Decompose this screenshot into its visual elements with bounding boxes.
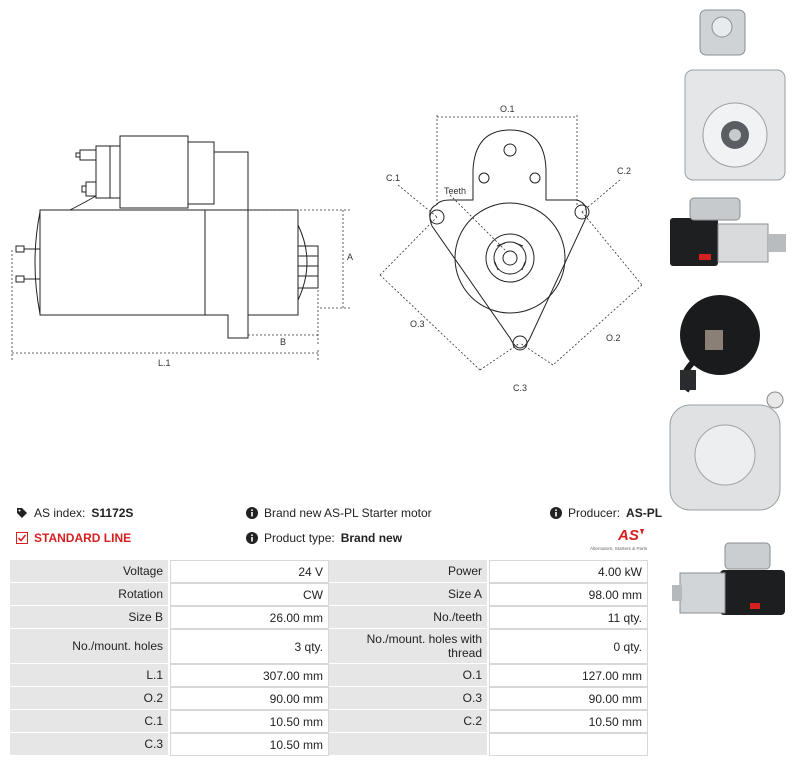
description-text: Brand new AS-PL Starter motor — [264, 506, 432, 520]
spec-value: 90.00 mm — [170, 687, 329, 710]
dim-label-c1: C.1 — [386, 173, 400, 183]
spec-label: O.3 — [329, 687, 489, 710]
spec-value: 10.50 mm — [489, 710, 648, 733]
dim-label-teeth: Teeth — [444, 186, 466, 196]
spec-label: C.3 — [10, 733, 170, 756]
dim-label-o3: O.3 — [410, 319, 425, 329]
spec-label: Rotation — [10, 583, 170, 606]
front-view-dimensions — [379, 115, 643, 371]
spec-value: 4.00 kW — [489, 560, 648, 583]
info-icon — [550, 507, 562, 519]
spec-label: O.2 — [10, 687, 170, 710]
product-photo-side[interactable] — [665, 190, 795, 280]
dim-label-o1: O.1 — [500, 104, 515, 114]
front-view — [429, 129, 590, 351]
product-photo-rear[interactable] — [665, 290, 795, 525]
spec-label: L.1 — [10, 664, 170, 687]
spec-value: 24 V — [170, 560, 329, 583]
as-pl-logo: AS Alternators, Starters & Parts — [590, 527, 648, 551]
dim-label-l1: L.1 — [158, 358, 171, 368]
checkbox-checked-icon — [16, 532, 28, 544]
svg-text:AS: AS — [617, 527, 639, 544]
spec-label: Voltage — [10, 560, 170, 583]
spec-label: Size B — [10, 606, 170, 629]
spec-value: 10.50 mm — [170, 733, 329, 756]
spec-label: C.2 — [329, 710, 489, 733]
product-line: STANDARD LINE — [16, 531, 131, 545]
spec-value: 98.00 mm — [489, 583, 648, 606]
product-photos — [660, 0, 800, 766]
spec-value: 127.00 mm — [489, 664, 648, 687]
spec-value: 0 qty. — [489, 629, 648, 664]
dim-label-c2: C.2 — [617, 166, 631, 176]
spec-label: O.1 — [329, 664, 489, 687]
dim-label-o2: O.2 — [606, 333, 621, 343]
product-photo-front[interactable] — [680, 5, 790, 185]
spec-label: No./mount. holes — [10, 629, 170, 664]
spec-value — [489, 733, 648, 756]
svg-text:Alternators, Starters & Parts: Alternators, Starters & Parts — [590, 546, 648, 551]
spec-value: 3 qty. — [170, 629, 329, 664]
spec-value: 90.00 mm — [489, 687, 648, 710]
spec-value: 307.00 mm — [170, 664, 329, 687]
technical-drawing: A B L.1 O.1 C.1 C.2 Teeth O.3 O.2 — [11, 104, 643, 393]
producer-value[interactable]: AS-PL — [626, 506, 663, 520]
spec-label: C.1 — [10, 710, 170, 733]
product-description: Brand new AS-PL Starter motor — [246, 506, 432, 520]
dim-label-c3: C.3 — [513, 383, 527, 393]
product-type-value: Brand new — [340, 531, 403, 545]
spec-value: CW — [170, 583, 329, 606]
dim-label-b: B — [280, 337, 286, 347]
spec-label: No./mount. holes with thread — [329, 629, 489, 664]
dim-label-a: A — [347, 252, 353, 262]
info-icon — [246, 507, 258, 519]
spec-label: Power — [329, 560, 489, 583]
info-icon — [246, 532, 258, 544]
tag-icon — [17, 508, 27, 518]
spec-label: No./teeth — [329, 606, 489, 629]
product-info: AS index: S1172S STANDARD LINE Brand new… — [10, 500, 662, 555]
spec-value: 11 qty. — [489, 606, 648, 629]
product-type: Product type: Brand new — [246, 531, 402, 545]
product-line-label: STANDARD LINE — [34, 531, 132, 545]
producer: Producer: AS-PL — [550, 506, 662, 520]
spec-label: Size A — [329, 583, 489, 606]
side-view-dimensions — [11, 209, 350, 360]
as-index-label: AS index: — [34, 506, 86, 520]
spec-value: 10.50 mm — [170, 710, 329, 733]
spec-value: 26.00 mm — [170, 606, 329, 629]
product-type-label: Product type: — [264, 531, 335, 545]
side-view — [15, 135, 319, 339]
as-index: AS index: S1172S — [16, 506, 133, 520]
producer-label: Producer: — [568, 506, 621, 520]
as-index-value[interactable]: S1172S — [91, 506, 134, 520]
product-photo-angle[interactable] — [670, 535, 795, 635]
spec-label — [329, 733, 489, 756]
